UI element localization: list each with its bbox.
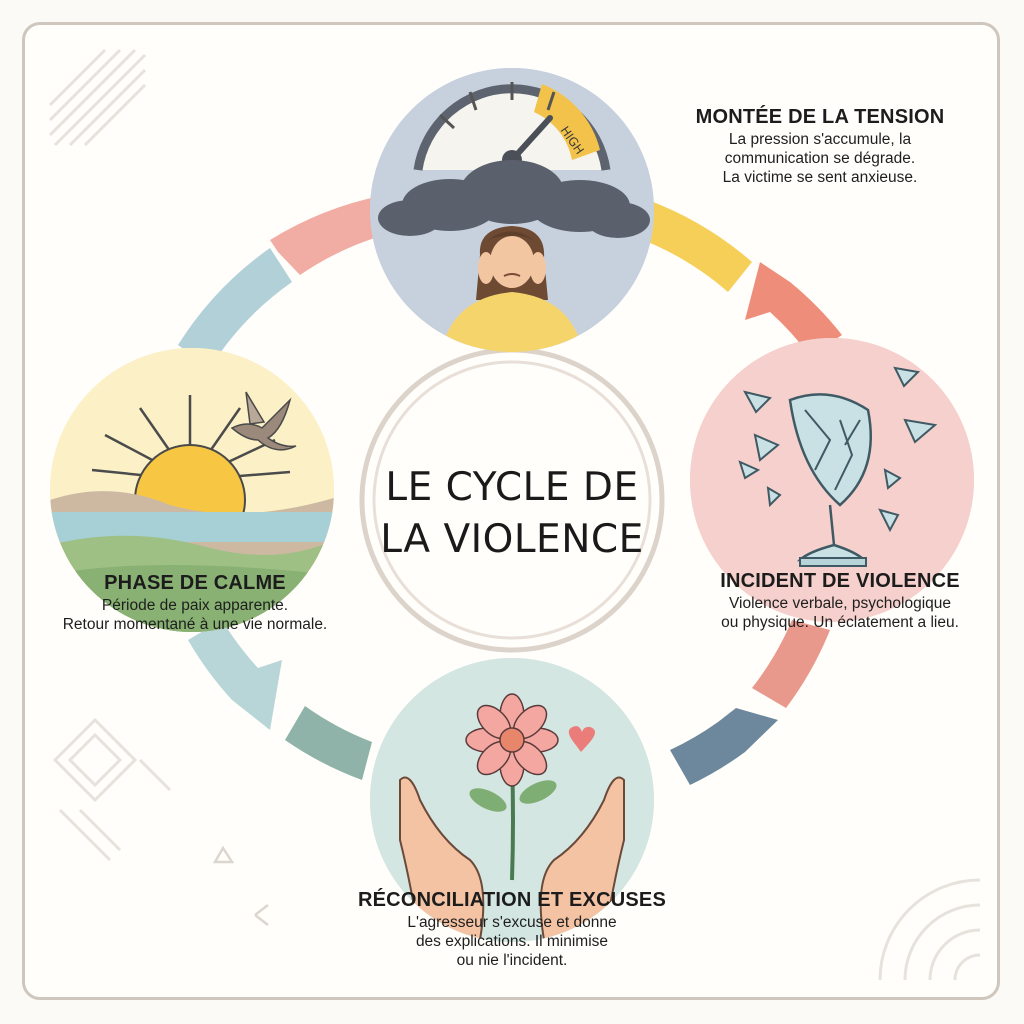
stage-incident-text: INCIDENT DE VIOLENCE Violence verbale, p… [690, 568, 990, 632]
stage-tension-text: MONTÉE DE LA TENSION La pression s'accum… [660, 104, 980, 187]
stage-tension-line: communication se dégrade. [724, 150, 916, 167]
stage-incident-line: Violence verbale, psychologique [728, 595, 952, 612]
stage-calme-title: PHASE DE CALME [104, 572, 286, 594]
stage-incident-title: INCIDENT DE VIOLENCE [720, 570, 960, 592]
stage-reconciliation-title: RÉCONCILIATION ET EXCUSES [358, 889, 666, 911]
arc-pattern-bottom-right [878, 878, 981, 981]
stage-calme-text: PHASE DE CALME Période de paix apparente… [30, 570, 360, 634]
stage-reconciliation-line: des explications. Il minimise [415, 933, 609, 950]
heart-icon [568, 726, 595, 752]
stage-reconciliation-line: ou nie l'incident. [456, 952, 568, 969]
calme-illustration [50, 348, 334, 632]
small-triangle-icon [212, 845, 269, 926]
arrow-reconciliation-to-calme [188, 620, 372, 780]
arrow-calme-to-tension [178, 195, 395, 368]
maze-pattern-bottom-left [52, 717, 172, 862]
tension-illustration: HIGH [370, 68, 654, 352]
cycle-title-line1: LE CYCLE DE [385, 465, 639, 510]
stage-tension-line: La pression s'accumule, la [728, 131, 912, 148]
stage-tension-line: La victime se sent anxieuse. [722, 169, 918, 186]
stage-incident-line: ou physique. Un éclatement a lieu. [721, 614, 959, 631]
stage-reconciliation-text: RÉCONCILIATION ET EXCUSES L'agresseur s'… [320, 887, 704, 970]
stage-calme-line: Retour momentané à une vie normale. [62, 616, 328, 633]
arrow-tension-to-incident [638, 200, 842, 356]
incident-illustration [690, 338, 974, 622]
stage-calme-line: Période de paix apparente. [101, 597, 289, 614]
arrow-incident-to-reconciliation [670, 620, 830, 785]
cycle-title: LE CYCLE DE LA VIOLENCE [352, 462, 672, 566]
reconciliation-illustration [370, 658, 654, 942]
cycle-title-line2: LA VIOLENCE [380, 517, 644, 562]
stage-tension-title: MONTÉE DE LA TENSION [695, 106, 945, 128]
hatch-pattern-top-left [48, 48, 147, 147]
stage-reconciliation-line: L'agresseur s'excuse et donne [407, 914, 617, 931]
glass-shards [738, 366, 938, 533]
